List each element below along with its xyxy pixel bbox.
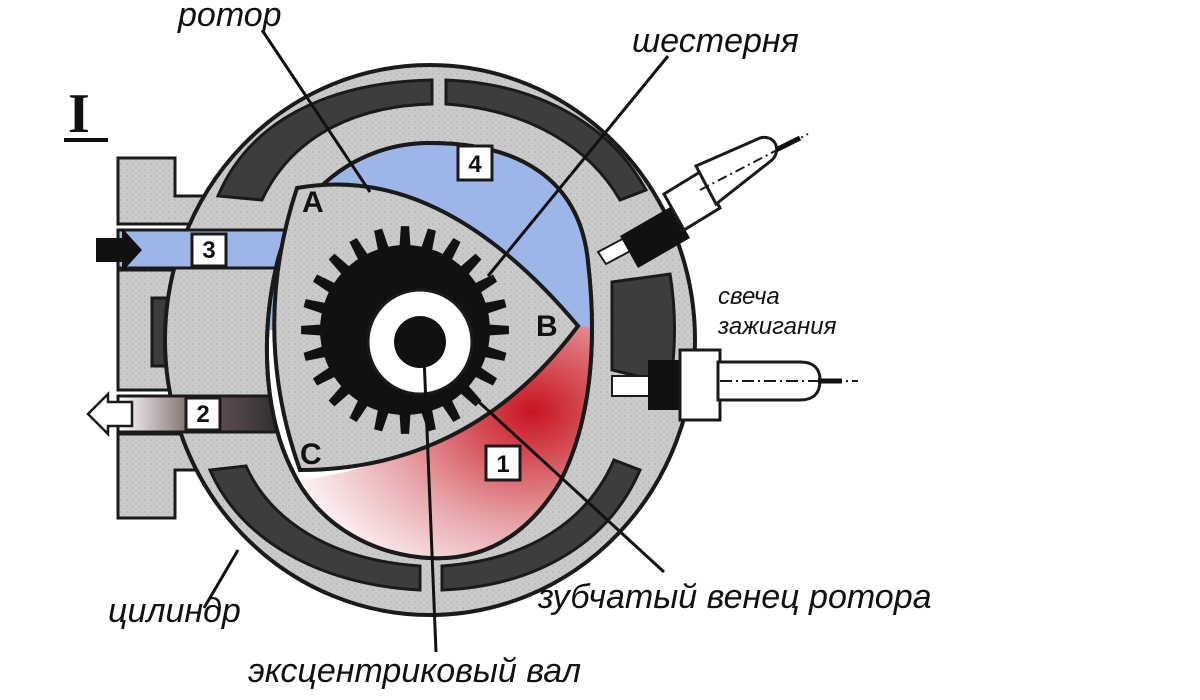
spark-plug-top	[596, 133, 809, 268]
gear-tooth	[399, 226, 411, 251]
gear-tooth	[303, 299, 330, 315]
gear-tooth	[399, 409, 411, 434]
combustion-chamber-fill	[300, 326, 592, 559]
leader-ring-gear	[466, 390, 666, 574]
chamber-1-label: 1	[496, 451, 509, 478]
gear-tooth	[374, 228, 390, 255]
gear-tooth	[484, 324, 509, 336]
intake-arrow-icon	[96, 228, 142, 272]
gear-tooth	[471, 364, 498, 386]
cooling-passage-bottom-left	[207, 464, 422, 592]
leader-gear	[486, 55, 670, 277]
numeral-underline	[64, 138, 108, 142]
gear-tooth	[328, 382, 353, 407]
gear-tooth	[328, 253, 353, 278]
gear-tooth	[374, 405, 390, 432]
label-eccentric-shaft: эксцентриковый вал	[248, 652, 581, 690]
chamber-number-3: 3	[190, 232, 228, 268]
leader-cylinder	[202, 549, 240, 609]
gear-tooth	[420, 228, 436, 255]
gear-tooth	[480, 299, 507, 315]
cooling-passage-bottom-right	[440, 458, 642, 592]
label-rotor-ring-gear: зубчатый венец ротора	[537, 578, 932, 616]
gear-tooth	[301, 324, 326, 336]
gear-tooth	[349, 396, 371, 423]
cooling-passage-top-left	[215, 78, 434, 202]
leader-shaft	[422, 355, 438, 653]
label-spark-plug-line2: зажигания	[717, 313, 837, 340]
apex-label-b: B	[536, 310, 558, 343]
gear-tooth	[471, 274, 498, 296]
chamber-number-2: 2	[184, 396, 222, 432]
chamber-2-label: 2	[196, 401, 209, 428]
chamber-3-label: 3	[202, 237, 215, 264]
label-rotor: ротор	[177, 0, 282, 34]
eccentric-shaft	[366, 288, 474, 396]
chamber-number-4: 4	[456, 144, 494, 182]
spark-plug-bottom	[611, 348, 858, 422]
chamber-4-label: 4	[468, 151, 482, 178]
gear-tooth	[312, 364, 339, 386]
chamber-number-1: 1	[484, 444, 522, 482]
gear-tooth	[439, 237, 461, 264]
apex-label-a: A	[302, 186, 324, 219]
shaft-core	[394, 316, 446, 368]
leader-lines	[202, 29, 670, 653]
label-gear: шестерня	[632, 22, 799, 60]
gear-tooth	[349, 237, 371, 264]
gear-tooth	[457, 253, 482, 278]
gear-tooth	[439, 396, 461, 423]
apex-label-c: C	[300, 438, 322, 471]
gear-tooth	[303, 345, 330, 361]
label-spark-plug-line1: свеча	[718, 283, 780, 310]
exhaust-arrow-icon	[86, 390, 134, 438]
gear-tooth	[312, 274, 339, 296]
stage-marker: I	[64, 83, 108, 145]
cooling-passage-top-right	[444, 78, 649, 202]
leader-rotor	[260, 29, 372, 193]
gear-tooth	[480, 345, 507, 361]
label-cylinder: цилиндр	[108, 592, 241, 630]
stage-numeral: I	[68, 83, 90, 145]
